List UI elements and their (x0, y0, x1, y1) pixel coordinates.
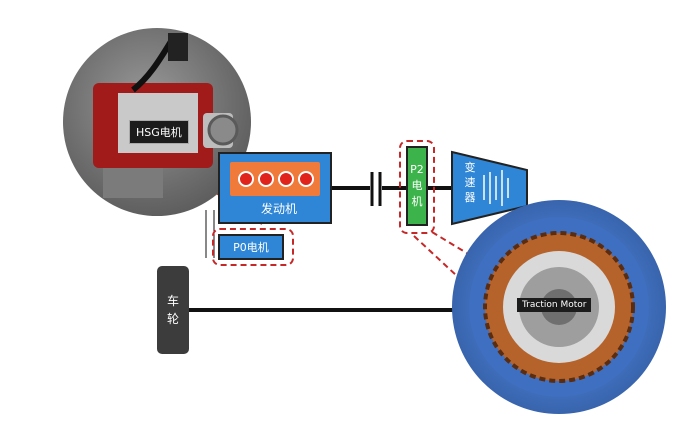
hsg-motor-label: HSG电机 (129, 120, 189, 144)
p2-motor: P2 电 机 (406, 146, 428, 226)
wheel: 车 轮 (157, 266, 189, 354)
cylinder (258, 171, 274, 187)
cylinder (298, 171, 314, 187)
p0-highlight (212, 228, 294, 266)
transmission-label: 变 速 器 (464, 161, 476, 204)
traction-motor-label: Traction Motor (517, 298, 592, 312)
cylinder (278, 171, 294, 187)
cylinder (238, 171, 254, 187)
p2-highlight (399, 140, 435, 234)
engine-label: 发动机 (260, 202, 297, 216)
transmission-gear-lines (483, 170, 509, 206)
p0-motor: P0电机 (218, 234, 284, 260)
p2-leader-line-1 (413, 235, 473, 291)
